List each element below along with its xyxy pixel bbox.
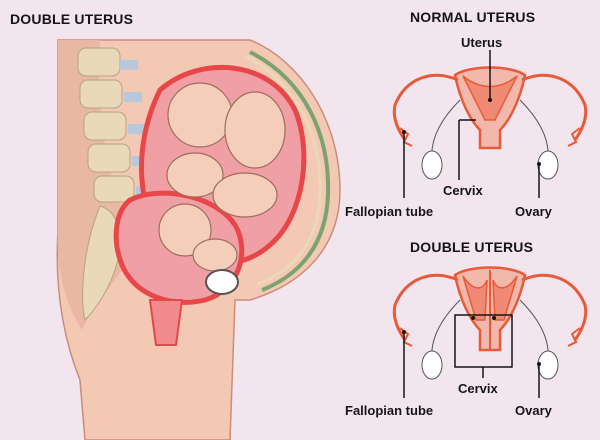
normal-fallopian-label: Fallopian tube bbox=[345, 204, 434, 219]
double-ovary-label: Ovary bbox=[515, 403, 552, 418]
normal-left-tube bbox=[392, 73, 459, 141]
double-cervix-label: Cervix bbox=[458, 381, 498, 396]
double-panel-title: DOUBLE UTERUS bbox=[410, 239, 534, 255]
normal-uterus-diagram bbox=[392, 50, 588, 198]
normal-left-ligament bbox=[431, 99, 461, 161]
pregnant-body-cross-section bbox=[56, 39, 341, 440]
normal-right-ovary bbox=[537, 150, 559, 180]
pubic-bone bbox=[205, 269, 239, 295]
normal-right-tube bbox=[521, 73, 588, 141]
uterus-label: Uterus bbox=[461, 35, 503, 50]
fetus bbox=[158, 82, 286, 272]
abdominal-wall bbox=[249, 50, 331, 292]
normal-panel-title: NORMAL UTERUS bbox=[410, 9, 536, 25]
double-uterus-diagram bbox=[392, 266, 588, 398]
spine bbox=[77, 47, 152, 321]
normal-left-ovary bbox=[421, 150, 443, 180]
double-right-ovary bbox=[537, 350, 559, 380]
normal-cervix-label: Cervix bbox=[443, 183, 483, 198]
double-left-ovary bbox=[421, 350, 443, 380]
left-panel-title: DOUBLE UTERUS bbox=[10, 11, 134, 27]
normal-ovary-label: Ovary bbox=[515, 204, 552, 219]
vaginal-canal bbox=[148, 299, 184, 346]
double-fallopian-label: Fallopian tube bbox=[345, 403, 434, 418]
